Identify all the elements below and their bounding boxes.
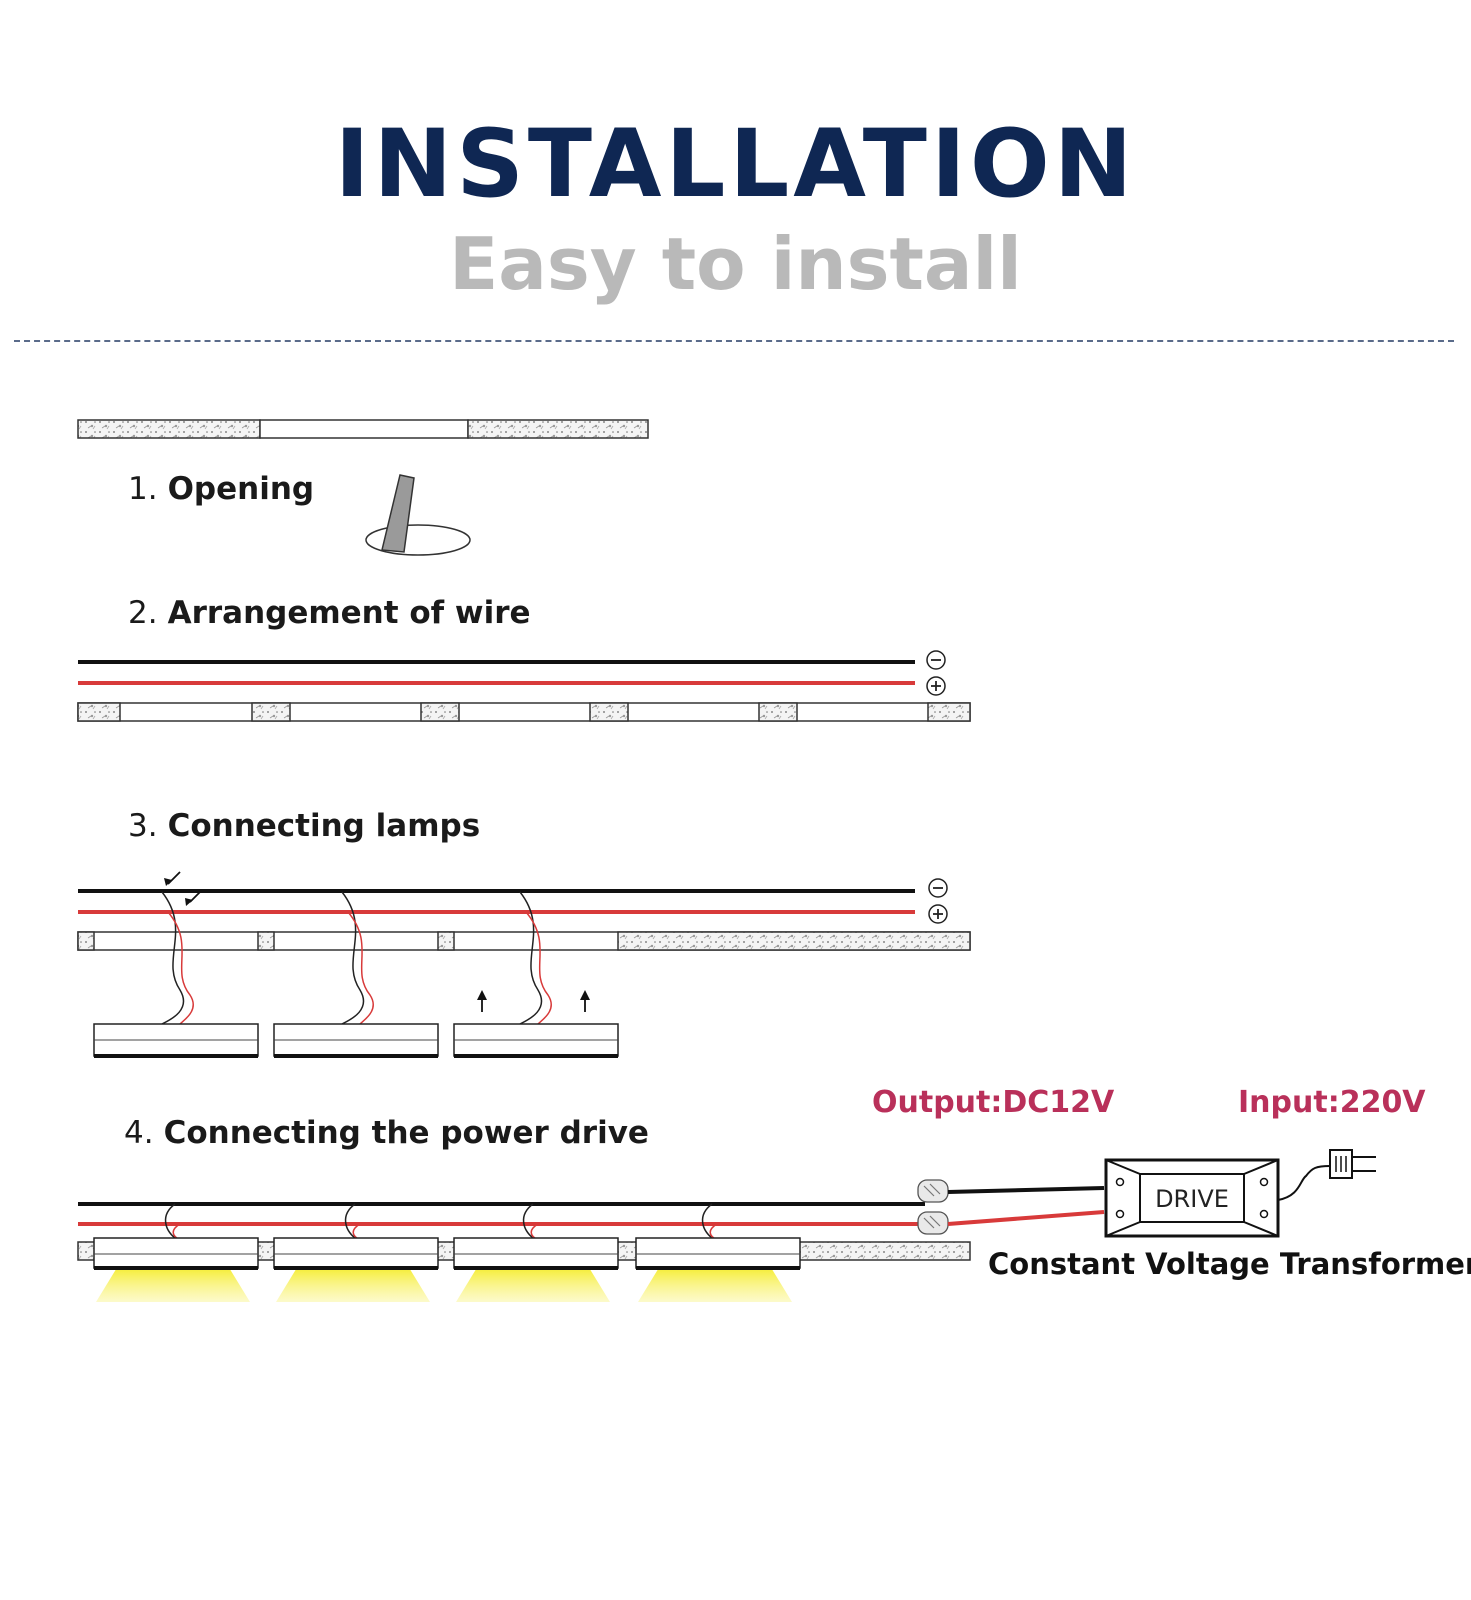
- section-divider: [14, 340, 1454, 342]
- drive-lead-wires: [947, 1186, 1105, 1226]
- wire-connector-icon: [917, 1179, 949, 1235]
- minus-circle-icon: [928, 878, 948, 898]
- page-subtitle: Easy to install: [449, 222, 1022, 306]
- plug-icon: [1277, 1149, 1376, 1201]
- step-3-wires: [78, 889, 915, 914]
- step-4-number: 4.: [124, 1115, 154, 1151]
- plus-circle-icon: [926, 676, 946, 696]
- step-2-number: 2.: [128, 595, 158, 631]
- step-3-ceiling: [77, 931, 971, 951]
- step-3-lamp-leads: [161, 891, 552, 1025]
- drive-box: DRIVE: [1104, 1158, 1280, 1238]
- step-2-ceiling: [77, 702, 971, 722]
- step-3-number: 3.: [128, 808, 158, 844]
- step-1-number: 1.: [128, 471, 158, 507]
- step-1-text: Opening: [167, 471, 315, 507]
- step-1-label: 1.Opening: [128, 474, 314, 505]
- step-3-lamps: [93, 1023, 619, 1058]
- arrow-icon: [164, 871, 590, 1012]
- step-4-light-beams: [96, 1266, 792, 1302]
- hole-saw-icon: [365, 474, 471, 556]
- output-voltage-label: Output:DC12V: [872, 1085, 1115, 1120]
- step-3-label: 3.Connecting lamps: [128, 811, 480, 842]
- plus-circle-icon: [928, 904, 948, 924]
- transformer-label: Constant Voltage Transformer: [988, 1247, 1471, 1281]
- minus-circle-icon: [926, 650, 946, 670]
- input-voltage-label: Input:220V: [1238, 1085, 1426, 1120]
- step-2-text: Arrangement of wire: [167, 595, 531, 631]
- step-4-label: 4.Connecting the power drive: [124, 1118, 649, 1149]
- step-4-wires: [78, 1202, 925, 1226]
- step-2-label: 2.Arrangement of wire: [128, 598, 531, 629]
- page-title: INSTALLATION: [334, 110, 1137, 219]
- drive-label: DRIVE: [1155, 1185, 1229, 1213]
- step-3-text: Connecting lamps: [167, 808, 481, 844]
- step-1-ceiling: [77, 419, 649, 439]
- step-4-text: Connecting the power drive: [163, 1115, 649, 1151]
- step-4-lamps: [93, 1237, 801, 1270]
- step-2-wires: [78, 660, 915, 685]
